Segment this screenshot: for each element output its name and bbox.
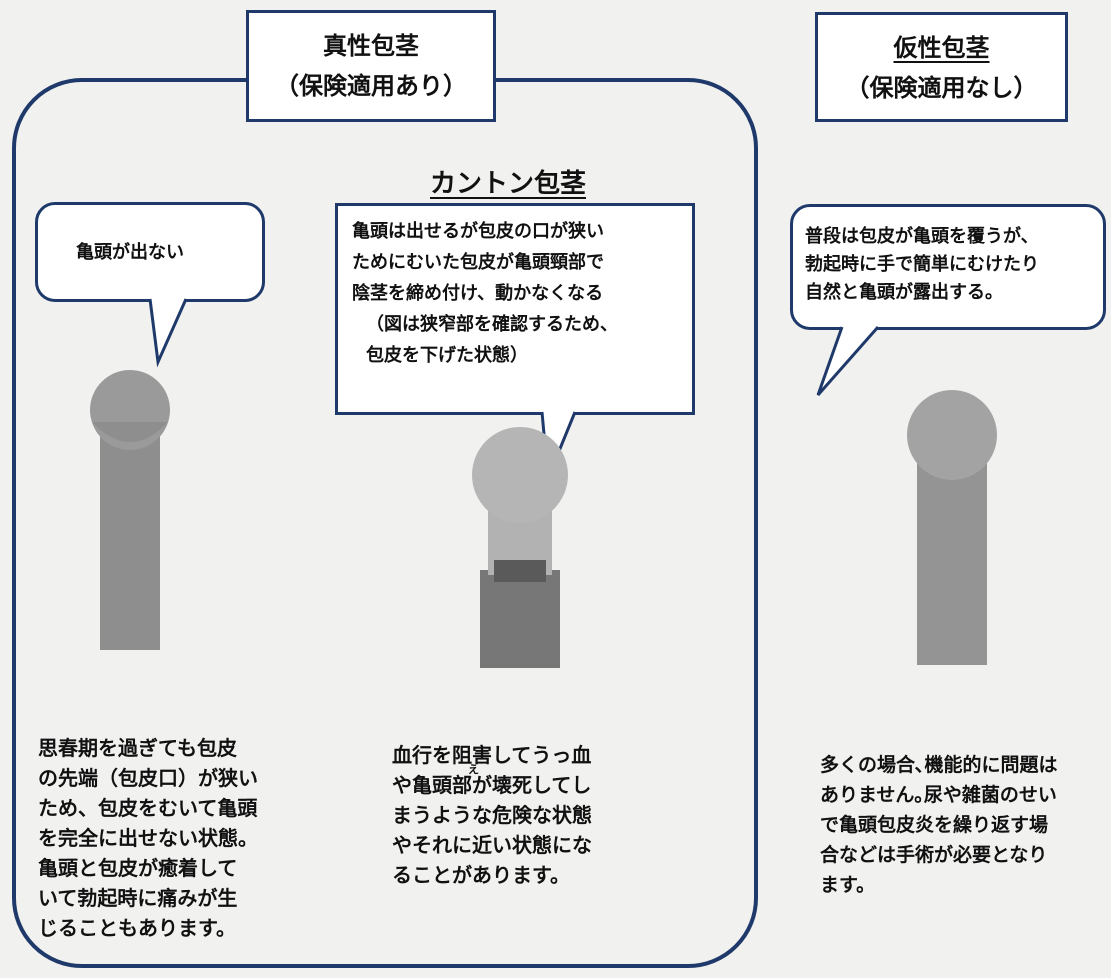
pseudo-phimosis-title-box: 仮性包茎 （保険適用なし） bbox=[815, 12, 1068, 122]
true-phimosis-desc-line: の先端（包皮口）が狭い bbox=[38, 766, 258, 790]
pseudo-phimosis-bubble-line: 自然と亀頭が露出する。 bbox=[805, 282, 1003, 303]
pseudo-phimosis-desc-line: 多くの場合､機能的に問題は bbox=[820, 754, 1058, 776]
paraphimosis-bubble-line: ためにむいた包皮が亀頭頸部で bbox=[352, 252, 604, 273]
pseudo-phimosis-description: 多くの場合､機能的に問題は ありません｡尿や雑菌のせい で亀頭包皮炎を繰り返す場… bbox=[820, 750, 1058, 900]
paraphimosis-bubble-line: （図は狭窄部を確認するため、 bbox=[366, 314, 618, 335]
true-phimosis-desc-line: いて勃起時に痛みが生 bbox=[38, 886, 238, 910]
paraphimosis-desc-line: やそれに近い状態にな bbox=[392, 833, 592, 857]
pseudo-phimosis-desc-line: 合などは手術が必要となり bbox=[820, 844, 1048, 866]
paraphimosis-title: カントン包茎 bbox=[430, 169, 587, 199]
paraphimosis-desc-line: ることがあります。 bbox=[392, 863, 570, 887]
pseudo-phimosis-bubble: 普段は包皮が亀頭を覆うが、 勃起時に手で簡単にむけたり 自然と亀頭が露出する。 bbox=[790, 204, 1106, 330]
paraphimosis-bubble-line: 陰茎を締め付け、動かなくなる bbox=[352, 283, 604, 304]
paraphimosis-desc-line: や亀頭部が壊死してし bbox=[392, 773, 592, 797]
true-phimosis-title-box: 真性包茎 （保険適用あり） bbox=[246, 10, 496, 122]
paraphimosis-figure bbox=[472, 427, 568, 668]
paraphimosis-furigana: え bbox=[468, 763, 479, 776]
paraphimosis-desc-line: まうような危険な状態 bbox=[392, 803, 592, 827]
pseudo-phimosis-desc-line: ありません｡尿や雑菌のせい bbox=[820, 784, 1057, 806]
paraphimosis-bubble: 亀頭は出せるが包皮の口が狭い ためにむいた包皮が亀頭頸部で 陰茎を締め付け、動か… bbox=[335, 203, 695, 415]
paraphimosis-bubble-line: 亀頭は出せるが包皮の口が狭い bbox=[352, 221, 604, 242]
paraphimosis-bubble-line: 包皮を下げた状態） bbox=[366, 345, 528, 366]
pseudo-phimosis-desc-line: で亀頭包皮炎を繰り返す場 bbox=[820, 814, 1049, 836]
true-phimosis-bubble-text: 亀頭が出ない bbox=[76, 242, 184, 263]
pseudo-phimosis-figure bbox=[907, 390, 997, 665]
paraphimosis-desc-line: 血行を阻害してうっ血 bbox=[392, 743, 592, 767]
pseudo-phimosis-desc-line: ます。 bbox=[820, 874, 876, 896]
true-phimosis-description: 思春期を過ぎても包皮 の先端（包皮口）が狭い ため、包皮をむいて亀頭 を完全に出… bbox=[38, 733, 258, 943]
true-phimosis-desc-line: ため、包皮をむいて亀頭 bbox=[38, 796, 258, 820]
pseudo-phimosis-bubble-line: 勃起時に手で簡単にむけたり bbox=[805, 254, 1039, 275]
pseudo-phimosis-insurance: （保険適用なし） bbox=[845, 74, 1038, 102]
true-phimosis-desc-line: じることもあります。 bbox=[38, 916, 236, 940]
true-phimosis-figure bbox=[90, 370, 170, 650]
true-phimosis-desc-line: 亀頭と包皮が癒着して bbox=[38, 856, 238, 880]
pseudo-phimosis-title: 仮性包茎 bbox=[893, 34, 990, 62]
true-phimosis-desc-line: を完全に出せない状態。 bbox=[38, 826, 258, 850]
true-phimosis-insurance: （保険適用あり） bbox=[275, 72, 467, 100]
true-phimosis-title: 真性包茎 bbox=[323, 32, 419, 60]
true-phimosis-desc-line: 思春期を過ぎても包皮 bbox=[38, 736, 237, 760]
pseudo-phimosis-bubble-line: 普段は包皮が亀頭を覆うが、 bbox=[805, 226, 1039, 247]
paraphimosis-description: 血行を阻害してうっ血 や亀頭部が壊死してし まうような危険な状態 やそれに近い状… bbox=[392, 740, 592, 890]
